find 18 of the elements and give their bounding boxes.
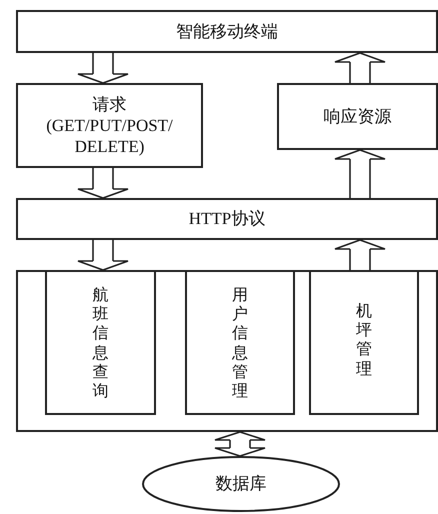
box-label: 机坪管理	[356, 302, 372, 379]
module-box	[45, 270, 156, 415]
module-box	[185, 270, 295, 415]
module-box	[309, 270, 419, 415]
method-list: (GET/PUT/POST/ DELETE)	[18, 114, 201, 158]
database-ellipse	[142, 456, 340, 512]
terminal-box	[16, 10, 438, 53]
request-box	[16, 83, 203, 168]
box-label: 用户信息管理	[232, 286, 248, 402]
protocol-box	[16, 198, 438, 240]
box-label: 智能移动终端	[176, 20, 278, 42]
box-label: 航班信息查询	[92, 286, 109, 402]
module-container	[16, 270, 438, 432]
box-label: 数据库	[216, 473, 266, 495]
box-label: HTTP协议	[188, 208, 266, 230]
box-label: 请求	[92, 94, 126, 115]
response-box	[277, 83, 438, 150]
box-label: 响应资源	[324, 106, 392, 128]
